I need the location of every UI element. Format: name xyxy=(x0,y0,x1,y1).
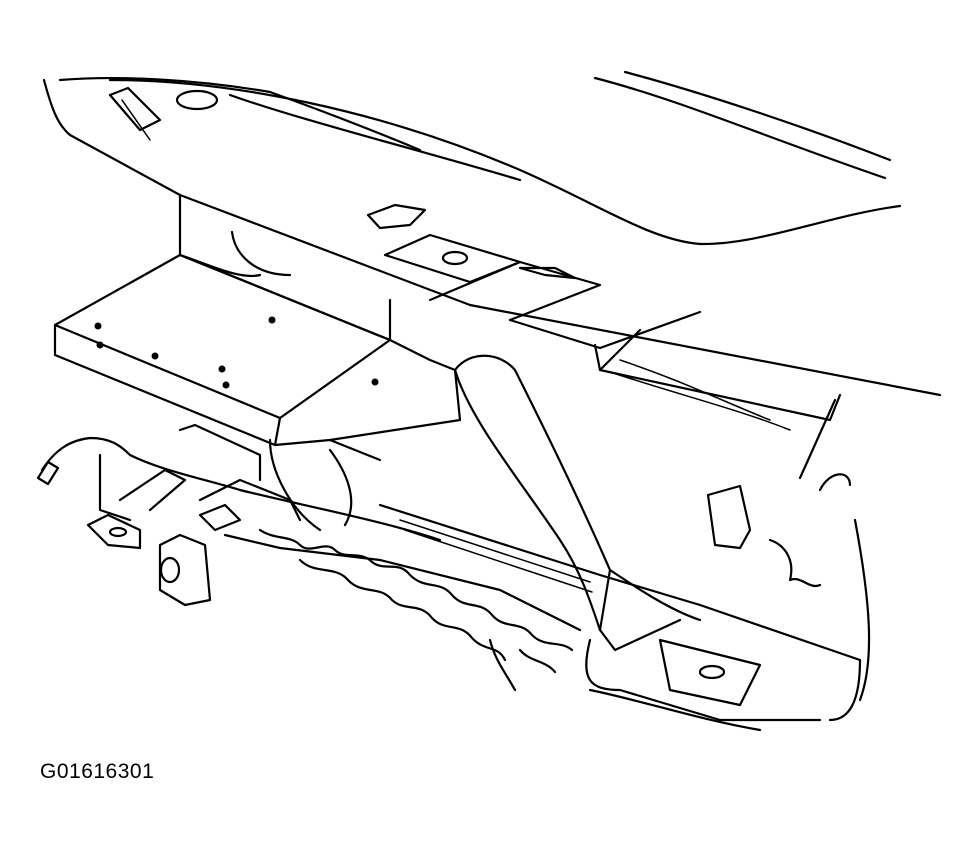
hood-panel xyxy=(42,70,942,397)
tow-hook-arm xyxy=(453,354,702,652)
frame-bracket xyxy=(53,253,462,462)
radiator-support xyxy=(178,193,842,480)
wiring-harness xyxy=(36,423,442,542)
lower-bumper xyxy=(223,438,871,732)
splash-shield-edge xyxy=(258,528,822,692)
figure-id-label: G01616301 xyxy=(40,760,155,783)
mounting-brackets xyxy=(86,503,242,607)
marker-lamp xyxy=(706,473,852,550)
